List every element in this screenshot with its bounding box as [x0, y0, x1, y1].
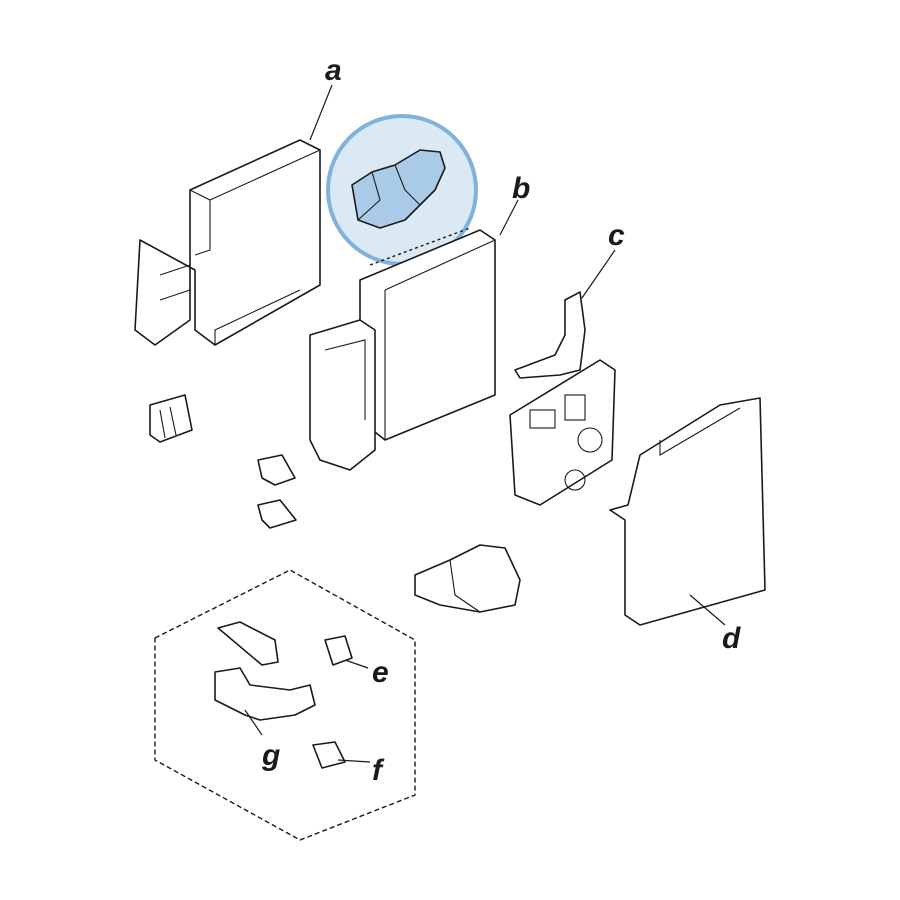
parts-kit-outline: [154, 569, 416, 841]
label-b: b: [512, 172, 530, 205]
circuit-board: [509, 359, 616, 506]
part-b-chassis: [309, 199, 519, 471]
label-c: c: [608, 219, 625, 252]
mechanism-part: [414, 544, 521, 613]
label-d: d: [722, 622, 741, 655]
label-a: a: [325, 54, 342, 87]
label-f: f: [372, 754, 385, 787]
label-e: e: [372, 656, 389, 689]
part-d-cover: [609, 397, 766, 626]
highlighted-part: [326, 114, 478, 266]
part-c-bracket: [514, 249, 616, 379]
label-g: g: [261, 739, 280, 772]
small-clips: [257, 454, 297, 529]
terminal-block: [149, 394, 193, 443]
part-a-bracket: [134, 84, 333, 346]
